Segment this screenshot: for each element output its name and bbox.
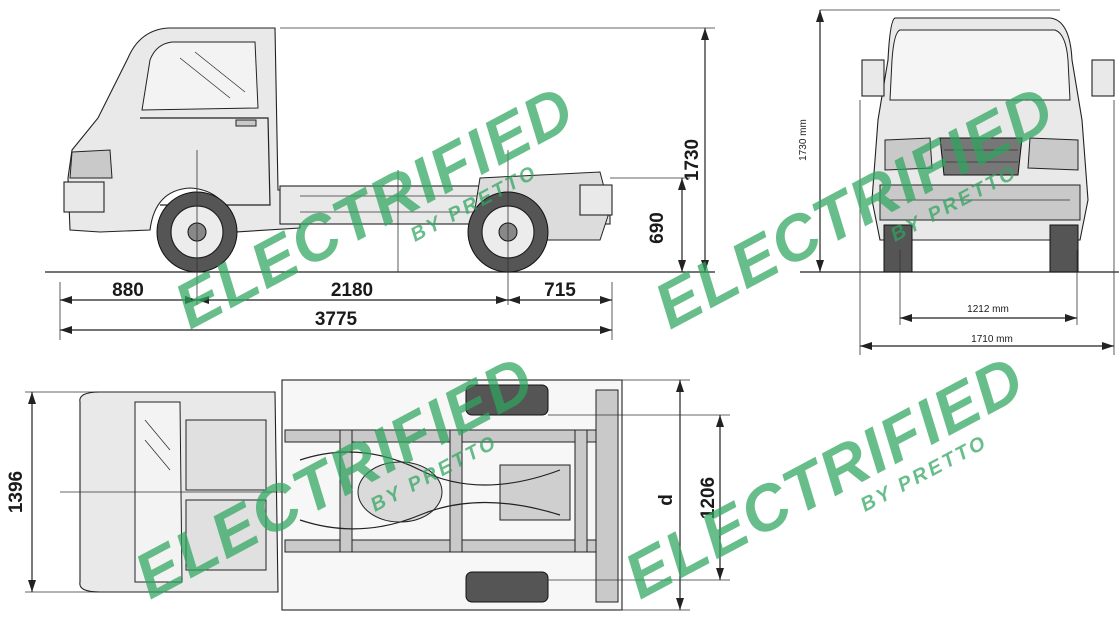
dim-height-side: 1730 [682, 139, 703, 181]
dim-frame-height: 690 [647, 212, 668, 244]
dim-rear-track: 1206 [698, 477, 719, 519]
dim-label-d: d [656, 494, 677, 506]
front-view: 1730 mm 1212 mm 1710 mm [798, 9, 1119, 355]
dim-rear-overhang: 715 [544, 280, 576, 301]
side-view: 1730 690 880 2180 715 3775 [45, 27, 715, 340]
dim-total-length: 3775 [315, 309, 358, 330]
dim-width-top: 1396 [6, 471, 27, 513]
dim-wheelbase: 2180 [331, 280, 373, 301]
watermark-main-4: ELECTRIFIED [613, 341, 1037, 612]
dim-width-front: 1710 mm [971, 334, 1013, 345]
dim-height-front: 1730 mm [798, 119, 809, 161]
top-view: 1396 d [6, 379, 730, 611]
dim-track-front: 1212 mm [967, 304, 1009, 315]
dim-front-overhang: 880 [112, 280, 144, 301]
